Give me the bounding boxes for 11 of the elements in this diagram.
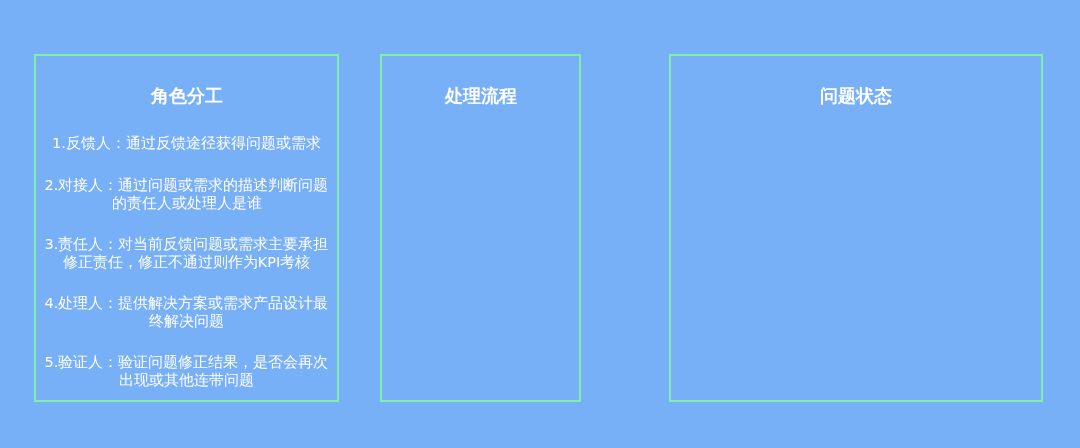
role-description: 3.责任人：对当前反馈问题或需求主要承担修正责任，修正不通过则作为KPI考核	[43, 235, 330, 271]
role-description: 4.处理人：提供解决方案或需求产品设计最终解决问题	[43, 294, 330, 330]
panel-box	[34, 54, 339, 402]
role-description: 1.反馈人：通过反馈途径获得问题或需求	[51, 134, 322, 152]
panel-box	[380, 54, 581, 402]
panel-heading: 处理流程	[443, 84, 518, 108]
panel-heading: 角色分工	[149, 84, 224, 108]
role-description: 2.对接人：通过问题或需求的描述判断问题的责任人或处理人是谁	[43, 176, 330, 212]
panel-heading: 问题状态	[819, 84, 893, 108]
role-description: 5.验证人：验证问题修正结果，是否会再次出现或其他连带问题	[43, 353, 330, 389]
panel-box	[669, 54, 1043, 402]
